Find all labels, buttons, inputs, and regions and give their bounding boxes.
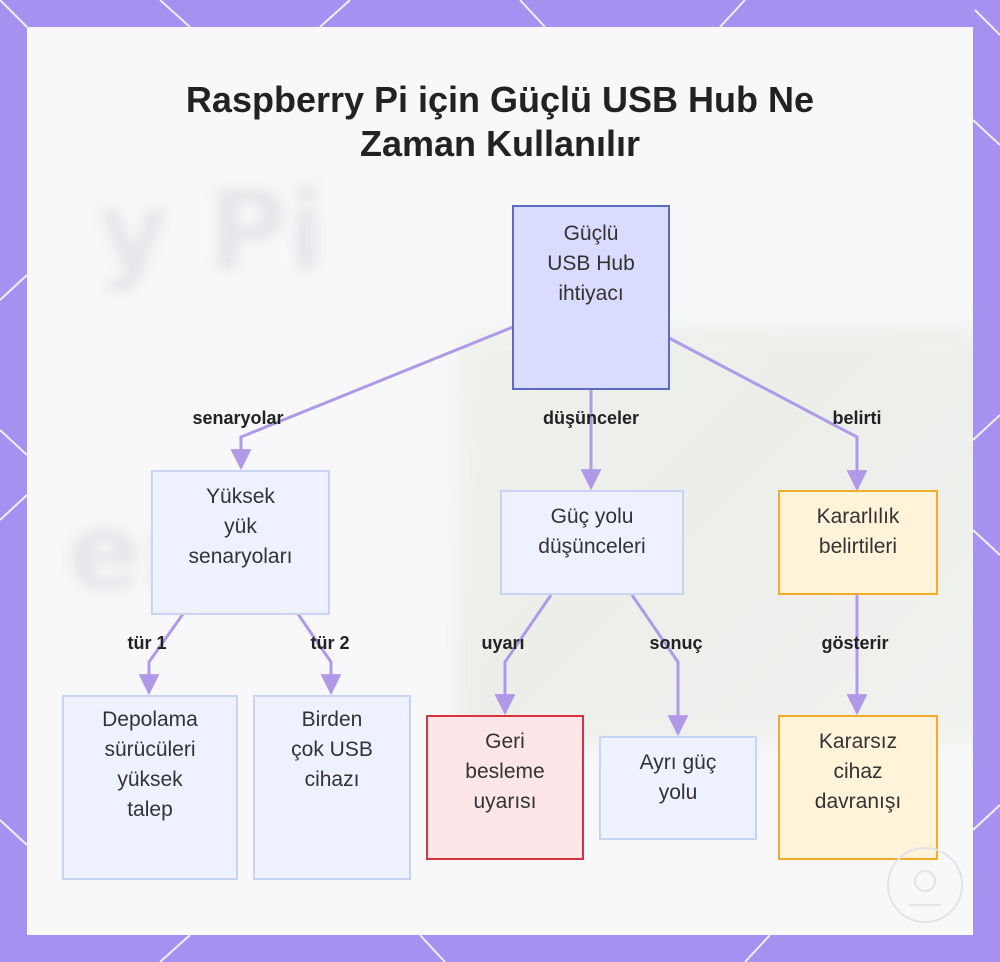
edge-label-type1: tür 1: [127, 633, 167, 653]
edge-label-warning: uyarı: [481, 633, 525, 653]
node-storage: Depolama sürücüleri yüksek talep: [62, 695, 238, 880]
node-backfeed: Geri besleme uyarısı: [426, 715, 584, 860]
edge-root-high-load: [230, 325, 514, 471]
background-watermark-1: y Pi: [97, 167, 326, 295]
node-stability: Kararlılık belirtileri: [778, 490, 938, 595]
edge-label-symptom: belirti: [832, 408, 882, 428]
edge-power-backfeed: [494, 594, 553, 716]
edge-label-type2: tür 2: [310, 633, 350, 653]
edge-label-shows: gösterir: [821, 633, 889, 653]
edge-label-scenarios: senaryolar: [192, 408, 284, 428]
node-unstable: Kararsız cihaz davranışı: [778, 715, 938, 860]
edge-high-storage: [138, 613, 185, 696]
title-line-1: Raspberry Pi için Güçlü USB Hub Ne: [185, 79, 815, 120]
node-high-load: Yüksek yük senaryoları: [151, 470, 330, 615]
watermark-logo-icon: [887, 847, 963, 923]
edge-root-stability: [668, 336, 868, 492]
edge-label-considerations: düşünceler: [542, 408, 640, 428]
edge-label-result: sonuç: [649, 633, 703, 653]
diagram-title: Raspberry Pi için Güçlü USB Hub Ne Zaman…: [150, 78, 850, 166]
node-multi-usb: Birden çok USB cihazı: [253, 695, 411, 880]
node-separate-power: Ayrı güç yolu: [599, 736, 757, 840]
edge-power-separate: [630, 594, 689, 737]
edge-high-multi: [296, 613, 342, 696]
node-root: Güçlü USB Hub ihtiyacı: [512, 205, 670, 390]
node-power-path: Güç yolu düşünceleri: [500, 490, 684, 595]
title-line-2: Zaman Kullanılır: [359, 123, 641, 164]
